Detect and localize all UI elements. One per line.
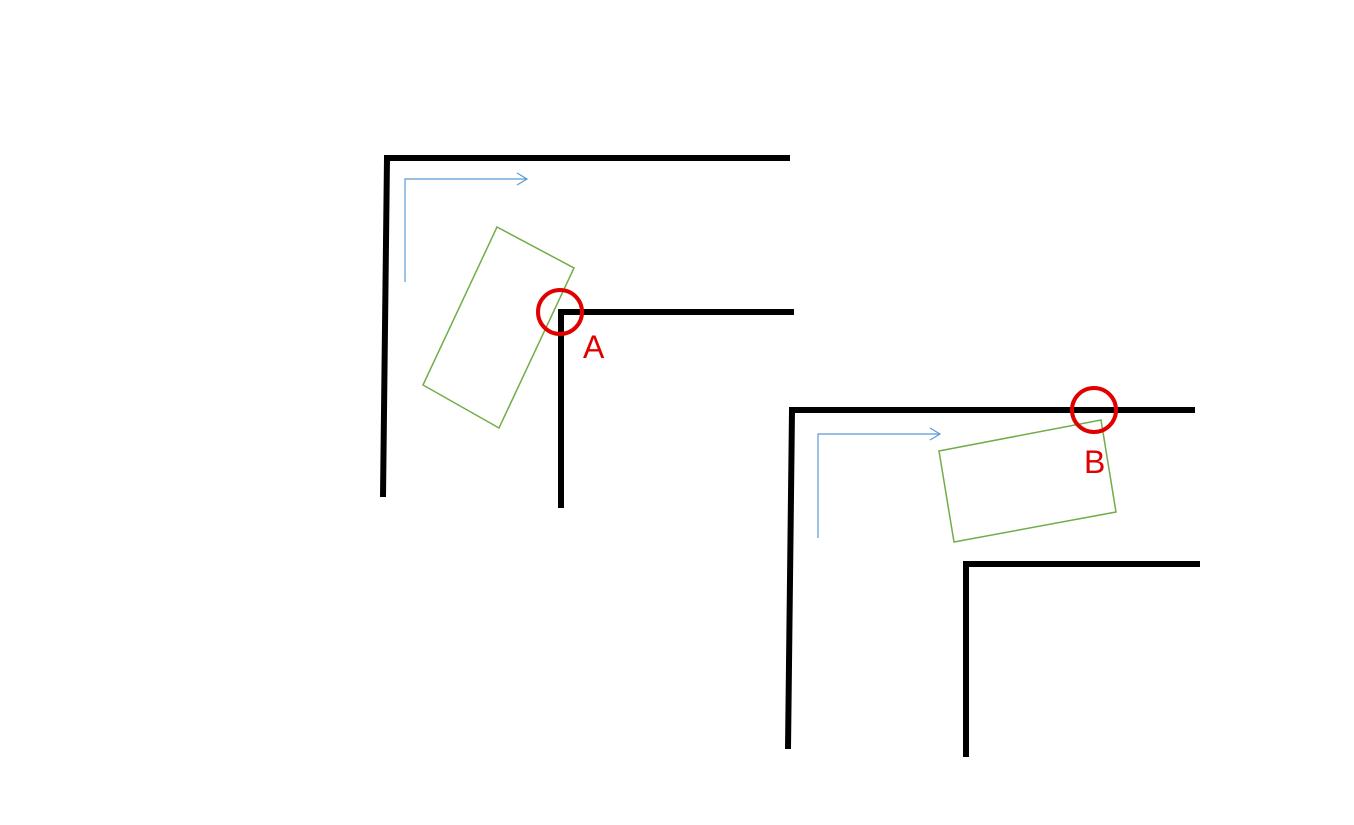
contact-label-b: B <box>1084 444 1105 480</box>
contact-point-b-marker <box>1070 386 1118 434</box>
outer-corner-wall <box>380 155 790 498</box>
inner-corner-wall <box>963 561 1200 757</box>
rotated-object-rectangle <box>422 225 575 430</box>
rotated-object-rectangle <box>938 419 1117 543</box>
arrow-head <box>516 172 529 186</box>
inner-corner-wall <box>558 309 794 508</box>
corner-diagram-b: B <box>785 386 1200 757</box>
turn-direction-arrow <box>817 433 940 538</box>
turn-direction-arrow <box>404 178 527 282</box>
arrow-head <box>929 427 942 441</box>
outer-corner-wall <box>785 407 1195 750</box>
contact-point-a-marker <box>536 288 584 336</box>
contact-label-a: A <box>583 329 605 365</box>
corner-diagram-a: A <box>380 155 794 508</box>
